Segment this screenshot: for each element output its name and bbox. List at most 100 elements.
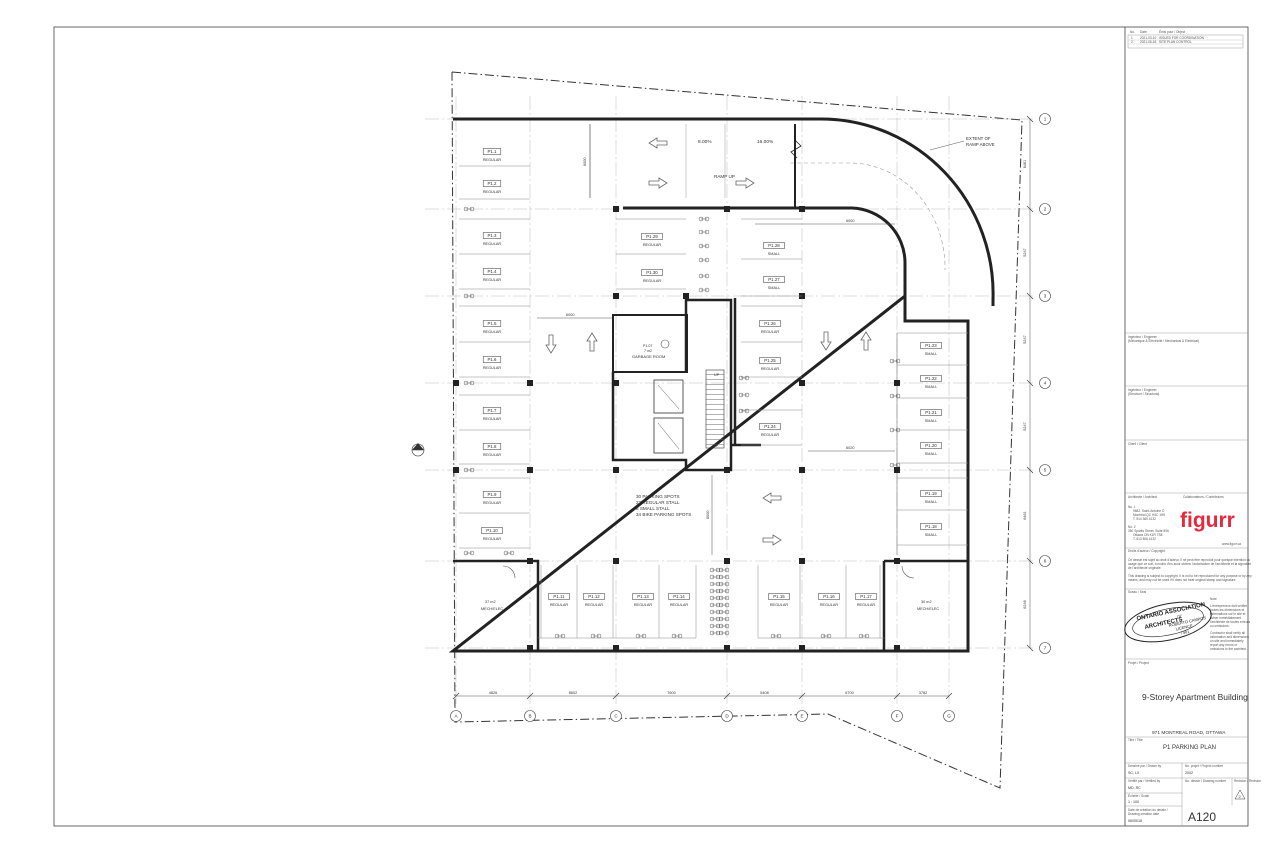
drawn-by-label: Dessiné par / Drawn by <box>1128 764 1162 768</box>
grid-label-col: F <box>896 714 899 719</box>
ramp-curved-wall <box>623 206 907 296</box>
grid-bubble-row <box>1039 113 1051 125</box>
dim-row-value: 5247 <box>1023 248 1027 256</box>
column <box>613 293 619 299</box>
bike-icon <box>718 567 730 573</box>
dim-row-value: 5247 <box>1023 422 1027 430</box>
dim-aisle-left: 6000 <box>566 313 574 317</box>
column <box>724 206 730 212</box>
checked-by: MD, RC <box>1128 786 1141 790</box>
column <box>894 467 900 473</box>
stall-tag <box>763 242 785 249</box>
stair-treads <box>705 369 725 449</box>
stall-tag <box>481 527 503 534</box>
date-label-1: Date de création du dessin / <box>1128 808 1168 812</box>
section-marker <box>411 443 425 457</box>
note-en-5: omissions to the architect. <box>1210 647 1247 651</box>
bike-icon <box>709 609 721 615</box>
bike-icon <box>718 602 730 608</box>
stair-up-label-a: UP <box>714 373 720 377</box>
bike-icon <box>709 630 721 636</box>
bike-icon <box>709 616 721 622</box>
stall-type: REGULAR <box>550 603 569 607</box>
column <box>613 380 619 386</box>
stall-tag <box>482 491 502 498</box>
project-number: 2002 <box>1185 771 1193 775</box>
note-en-4: report any errors or <box>1210 643 1238 647</box>
parking-summary-4: 34 BIKE PARKING SPOTS <box>636 512 691 517</box>
column <box>799 380 805 386</box>
creation-date: 06/05/18 <box>1128 819 1142 823</box>
bike-icon <box>698 287 710 293</box>
grid-label-row: 6 <box>1044 559 1047 564</box>
address-ott-2: 350 Sparks Street, Suite 806 <box>1128 529 1169 533</box>
garbage-room-name: GARBAGE ROOM <box>632 354 665 359</box>
columns <box>453 206 900 651</box>
stall-id: P1.28 <box>768 243 780 248</box>
dim-col-value: 5408 <box>760 691 768 695</box>
stall-tag <box>548 593 570 600</box>
grid-label-col: A <box>454 714 458 719</box>
mech-engineer-label: Ingénieur / Engineer <box>1128 335 1158 339</box>
stall-tag <box>668 593 690 600</box>
dim-tick <box>798 692 806 700</box>
address-mtl-1: No. 1 <box>1128 505 1136 509</box>
bike-icon <box>858 633 870 639</box>
seal-num: 7401 <box>1180 629 1191 636</box>
door-swing-left <box>502 565 516 579</box>
stall-type: REGULAR <box>483 242 502 246</box>
ramp-extent-line2: RAMP ABOVE <box>966 142 995 147</box>
grid-label-row: 2 <box>1044 207 1047 212</box>
stall-tag <box>920 523 942 530</box>
arrow-down-icon <box>820 331 832 351</box>
bike-icon <box>709 574 721 580</box>
bike-icon <box>635 633 647 639</box>
column <box>527 380 533 386</box>
parking-summary-2: 22 REGULAR STALL <box>636 500 680 505</box>
stall-tag <box>920 442 942 449</box>
bike-icon <box>889 393 901 399</box>
drawn-by: SC, LX <box>1128 771 1140 775</box>
address-mtl-3: Montréal QC H4C 1H9 <box>1133 513 1165 517</box>
stall-id: P1.5 <box>487 321 497 326</box>
grid-bubble-row <box>1039 203 1051 215</box>
dim-tick <box>452 692 460 700</box>
struct-engineer-label: Ingénieur / Engineer <box>1128 388 1158 392</box>
stall-type: REGULAR <box>761 433 780 437</box>
mech-right-name: MECH/ELEC <box>917 607 939 611</box>
stall-id: P1.12 <box>588 594 600 599</box>
grid-bubble-col <box>943 710 955 722</box>
column <box>613 645 619 651</box>
grid-bubble-col <box>610 710 622 722</box>
address-mtl-4: T. 514 360 4132 <box>1133 517 1156 521</box>
column <box>724 467 730 473</box>
mech-room-left-wall <box>453 559 540 651</box>
contributors-label: Collaborateurs / Contributors <box>1183 495 1224 499</box>
column <box>683 293 689 299</box>
mech-left-area: 37 m2 <box>485 600 496 604</box>
note-fr-2: toutes les dimensions et <box>1210 608 1244 612</box>
grid-label-col: G <box>947 714 951 719</box>
column <box>799 558 805 564</box>
stall-tag <box>482 320 502 327</box>
arrow-right-icon <box>762 534 782 546</box>
bike-icon <box>718 595 730 601</box>
column <box>527 467 533 473</box>
core-wall <box>611 298 761 472</box>
seal-licence: LICENCE <box>1175 623 1193 632</box>
bike-icon <box>463 293 475 299</box>
sheet-title: P1 PARKING PLAN <box>1163 745 1216 751</box>
dim-tick <box>1026 205 1034 213</box>
mech-room-right-wall <box>882 559 968 651</box>
address-ott-1: No. 2 <box>1128 525 1136 529</box>
stall-tag <box>641 269 663 276</box>
stall-type: REGULAR <box>585 603 604 607</box>
dim-aisle-right: 6020 <box>846 446 854 450</box>
stall-tag <box>759 320 781 327</box>
dim-tick <box>1026 115 1034 123</box>
building-exterior-wall <box>448 117 995 653</box>
stall-type: SMALL <box>925 352 937 356</box>
revision-table <box>1127 34 1244 49</box>
arrow-up-icon <box>860 331 872 351</box>
bike-icon <box>698 216 710 222</box>
